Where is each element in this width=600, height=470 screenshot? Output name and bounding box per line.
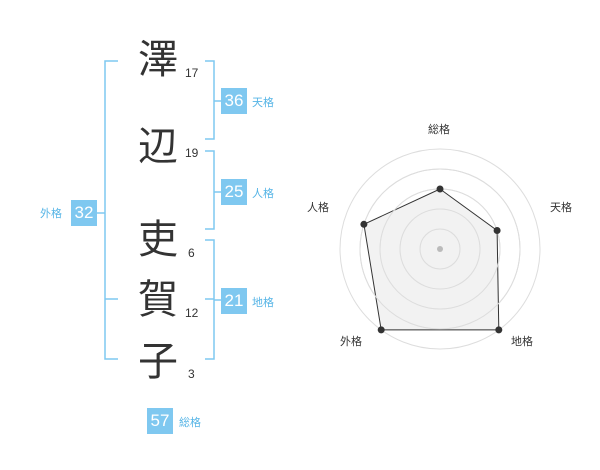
radar-data-polygon [363,188,500,331]
stroke-count-3: 6 [188,246,195,260]
radar-inner-ring-1 [419,228,461,270]
radar-axis-label-tenkaku: 天格 [550,201,572,214]
chikaku-label: 地格 [252,296,274,309]
stroke-count-2: 19 [185,146,199,160]
name-char-2: 辺 [138,124,178,170]
tenkaku-label: 天格 [252,96,274,109]
name-char-5: 子 [138,339,178,385]
jinkaku-bracket [205,150,215,230]
radar-axis-label-soukaku: 総格 [428,123,450,136]
radar-axis-label-jinkaku: 人格 [307,201,329,214]
radar-point-jinkaku [360,220,368,228]
stroke-count-1: 17 [185,66,199,80]
radar-inner-ring-2 [399,208,481,290]
radar-point-gaikaku [377,326,385,334]
radar-point-tenkaku [493,227,501,234]
gaikaku-bracket [104,60,118,360]
soukaku-label: 総格 [179,416,201,429]
radar-inner-ring-4 [359,168,521,330]
stroke-count-5: 3 [188,367,195,381]
radar-center-dot [437,246,443,252]
chikaku-value-box: 21 [221,288,247,314]
gaikaku-value-box: 32 [71,200,97,226]
radar-axis-label-chikaku: 地格 [511,335,533,348]
tenkaku-value-box: 36 [221,88,247,114]
gaikaku-label: 外格 [40,207,62,220]
jinkaku-value-box: 25 [221,179,247,205]
radar-point-soukaku [436,185,444,193]
stroke-count-4: 12 [185,306,199,320]
name-char-3: 吏 [138,217,178,263]
soukaku-value-box: 57 [147,408,173,434]
name-char-1: 澤 [138,37,178,83]
radar-point-chikaku [495,326,503,334]
tenkaku-bracket [205,60,215,140]
name-char-4: 賀 [138,277,178,323]
jinkaku-label: 人格 [252,187,274,200]
radar-axis-label-gaikaku: 外格 [340,335,362,348]
